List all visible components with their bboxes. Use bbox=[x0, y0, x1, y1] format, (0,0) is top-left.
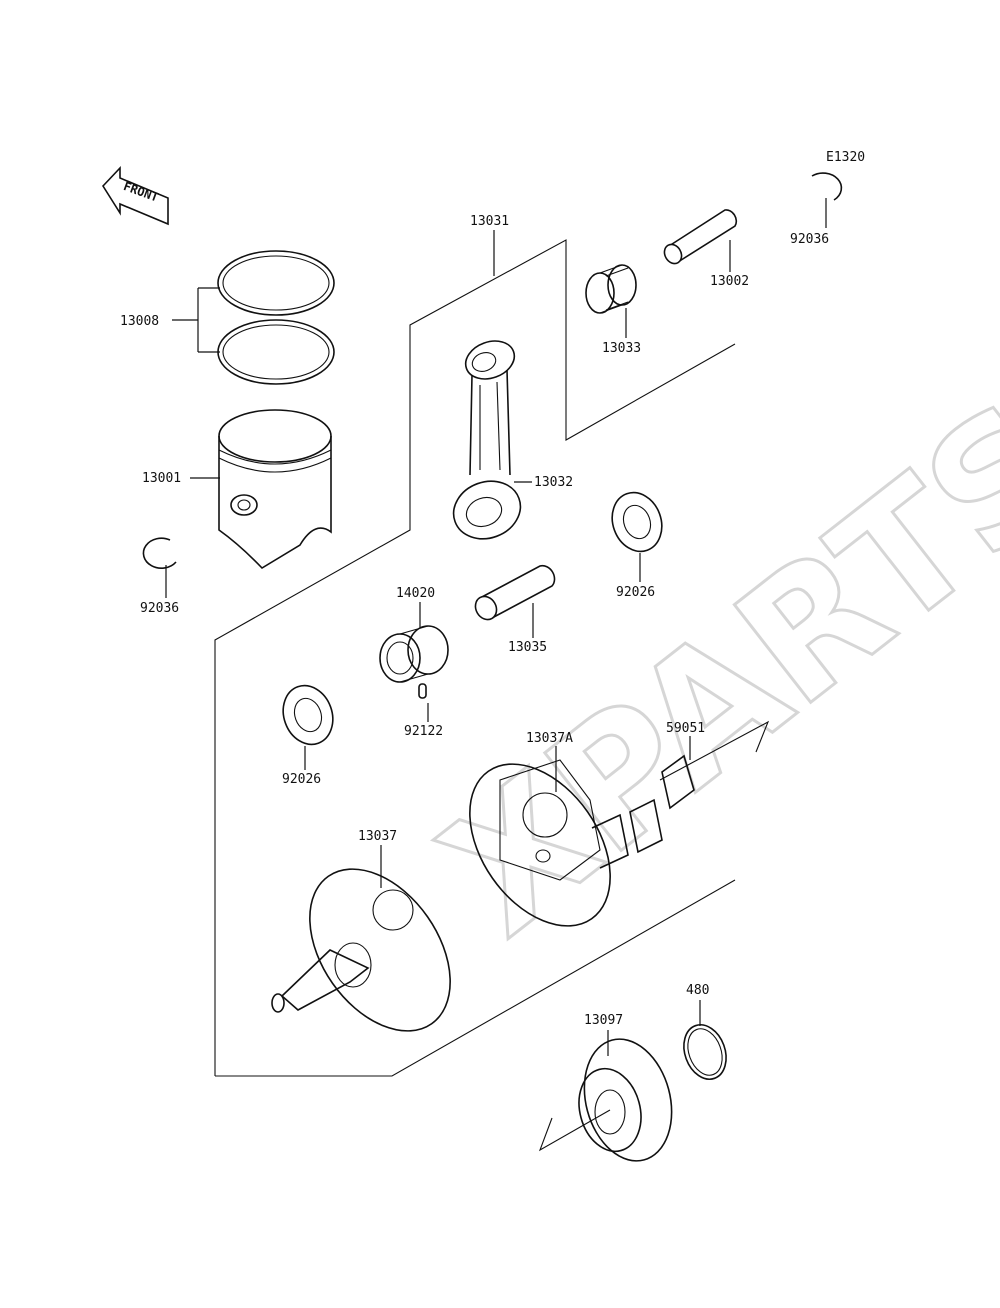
label-92026-right[interactable]: 92026 bbox=[616, 585, 655, 600]
label-92122[interactable]: 92122 bbox=[404, 724, 443, 739]
label-480[interactable]: 480 bbox=[686, 983, 709, 998]
label-13031[interactable]: 13031 bbox=[470, 214, 509, 229]
piston-pin bbox=[663, 209, 738, 265]
label-13001[interactable]: 13001 bbox=[142, 471, 181, 486]
label-13037[interactable]: 13037 bbox=[358, 829, 397, 844]
circlip-right bbox=[811, 172, 843, 201]
watermark: XPARTS bbox=[409, 366, 1000, 973]
front-arrow-icon: FRONT bbox=[101, 165, 169, 226]
crankshaft-left-half bbox=[271, 868, 451, 1032]
label-13002[interactable]: 13002 bbox=[710, 274, 749, 289]
snap-ring bbox=[683, 1024, 727, 1080]
piston bbox=[218, 409, 332, 570]
label-59051[interactable]: 59051 bbox=[666, 721, 705, 736]
label-92036-left[interactable]: 92036 bbox=[140, 601, 179, 616]
thrust-washer-right bbox=[611, 491, 663, 553]
assembly-outline bbox=[215, 879, 736, 1077]
needle-bearing-large bbox=[379, 625, 449, 683]
label-13032[interactable]: 13032 bbox=[534, 475, 573, 490]
crank-pin bbox=[474, 564, 556, 621]
label-14020[interactable]: 14020 bbox=[396, 586, 435, 601]
piston-ring-lower bbox=[217, 319, 335, 385]
crankshaft-right-half bbox=[469, 754, 695, 927]
label-13008[interactable]: 13008 bbox=[120, 314, 159, 329]
dowel-pin bbox=[418, 683, 427, 699]
diagram-code: E1320 bbox=[826, 150, 865, 165]
label-13037A[interactable]: 13037A bbox=[526, 731, 573, 746]
thrust-washer-left bbox=[282, 684, 334, 746]
label-92036-right[interactable]: 92036 bbox=[790, 232, 829, 247]
piston-ring-upper bbox=[217, 250, 335, 316]
circlip-left bbox=[142, 537, 177, 569]
connecting-rod bbox=[452, 340, 522, 540]
label-13035[interactable]: 13035 bbox=[508, 640, 547, 655]
assembly-outline-left bbox=[214, 239, 736, 1076]
label-13033[interactable]: 13033 bbox=[602, 341, 641, 356]
primary-gear bbox=[578, 1038, 673, 1162]
needle-bearing-small bbox=[585, 264, 637, 314]
label-13097[interactable]: 13097 bbox=[584, 1013, 623, 1028]
label-92026-left[interactable]: 92026 bbox=[282, 772, 321, 787]
